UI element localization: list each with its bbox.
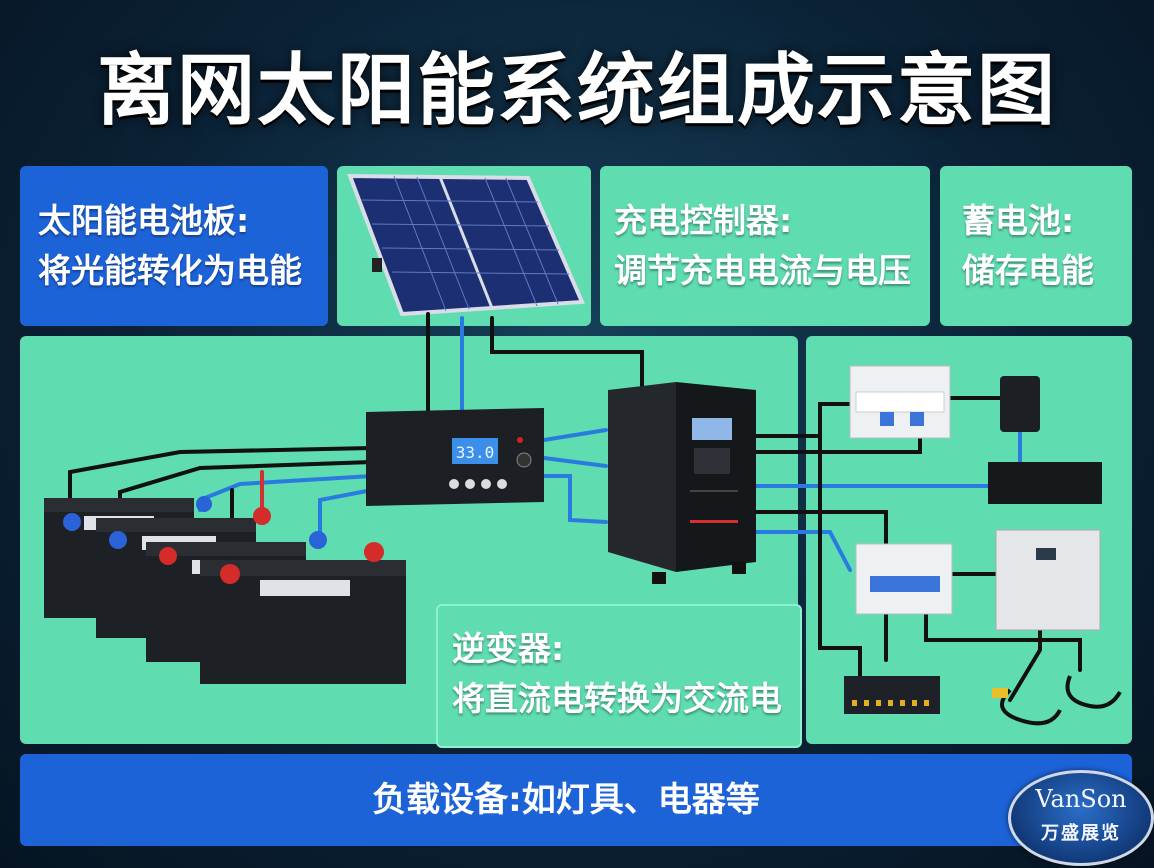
battery-label-line1: 蓄电池: — [962, 201, 1075, 240]
inverter-label-line1: 逆变器: — [452, 629, 565, 668]
page-title: 离网太阳能系统组成示意图 — [96, 46, 1057, 136]
solar-panel-label: 太阳能电池板: 将光能转化为电能 — [38, 196, 302, 296]
battery-label-box — [940, 166, 1132, 326]
footer-label: 负载设备:如灯具、电器等 — [372, 780, 760, 820]
solar-panel-label-line2: 将光能转化为电能 — [38, 251, 302, 290]
controller-label-line2: 调节充电电流与电压 — [614, 251, 911, 290]
vanson-logo: VanSon 万盛展览 — [1008, 770, 1154, 866]
battery-bank-icon — [44, 496, 406, 684]
battery-label-line2: 储存电能 — [962, 251, 1094, 290]
charge-controller-icon: 33.0 — [366, 408, 544, 506]
socket-icon — [1000, 376, 1040, 432]
controller-label-line1: 充电控制器: — [614, 201, 793, 240]
power-strip-icon — [988, 462, 1102, 504]
circuit-breaker-top-icon — [849, 365, 951, 439]
solar-panel-label-box — [20, 166, 328, 326]
controller-display-text: 33.0 — [456, 443, 495, 462]
circuit-breaker-bottom-icon — [855, 543, 953, 615]
battery-label: 蓄电池: 储存电能 — [962, 196, 1094, 296]
inverter-icon — [608, 382, 756, 584]
controller-label: 充电控制器: 调节充电电流与电压 — [614, 196, 911, 296]
solar-panel-label-line1: 太阳能电池板: — [38, 201, 250, 240]
footer-bar — [20, 754, 1132, 846]
inverter-label: 逆变器: 将直流电转换为交流电 — [452, 624, 782, 724]
terminal-block-icon — [844, 676, 940, 714]
logo-cn-text: 万盛展览 — [1041, 823, 1121, 844]
distribution-box-icon — [995, 529, 1101, 631]
inverter-label-box — [436, 604, 802, 748]
controller-label-box — [600, 166, 930, 326]
inverter-label-line2: 将直流电转换为交流电 — [452, 679, 782, 718]
cables-icon — [1000, 675, 1122, 726]
logo-brand-text: VanSon — [1035, 785, 1127, 813]
solar-panel-icon — [347, 173, 585, 317]
